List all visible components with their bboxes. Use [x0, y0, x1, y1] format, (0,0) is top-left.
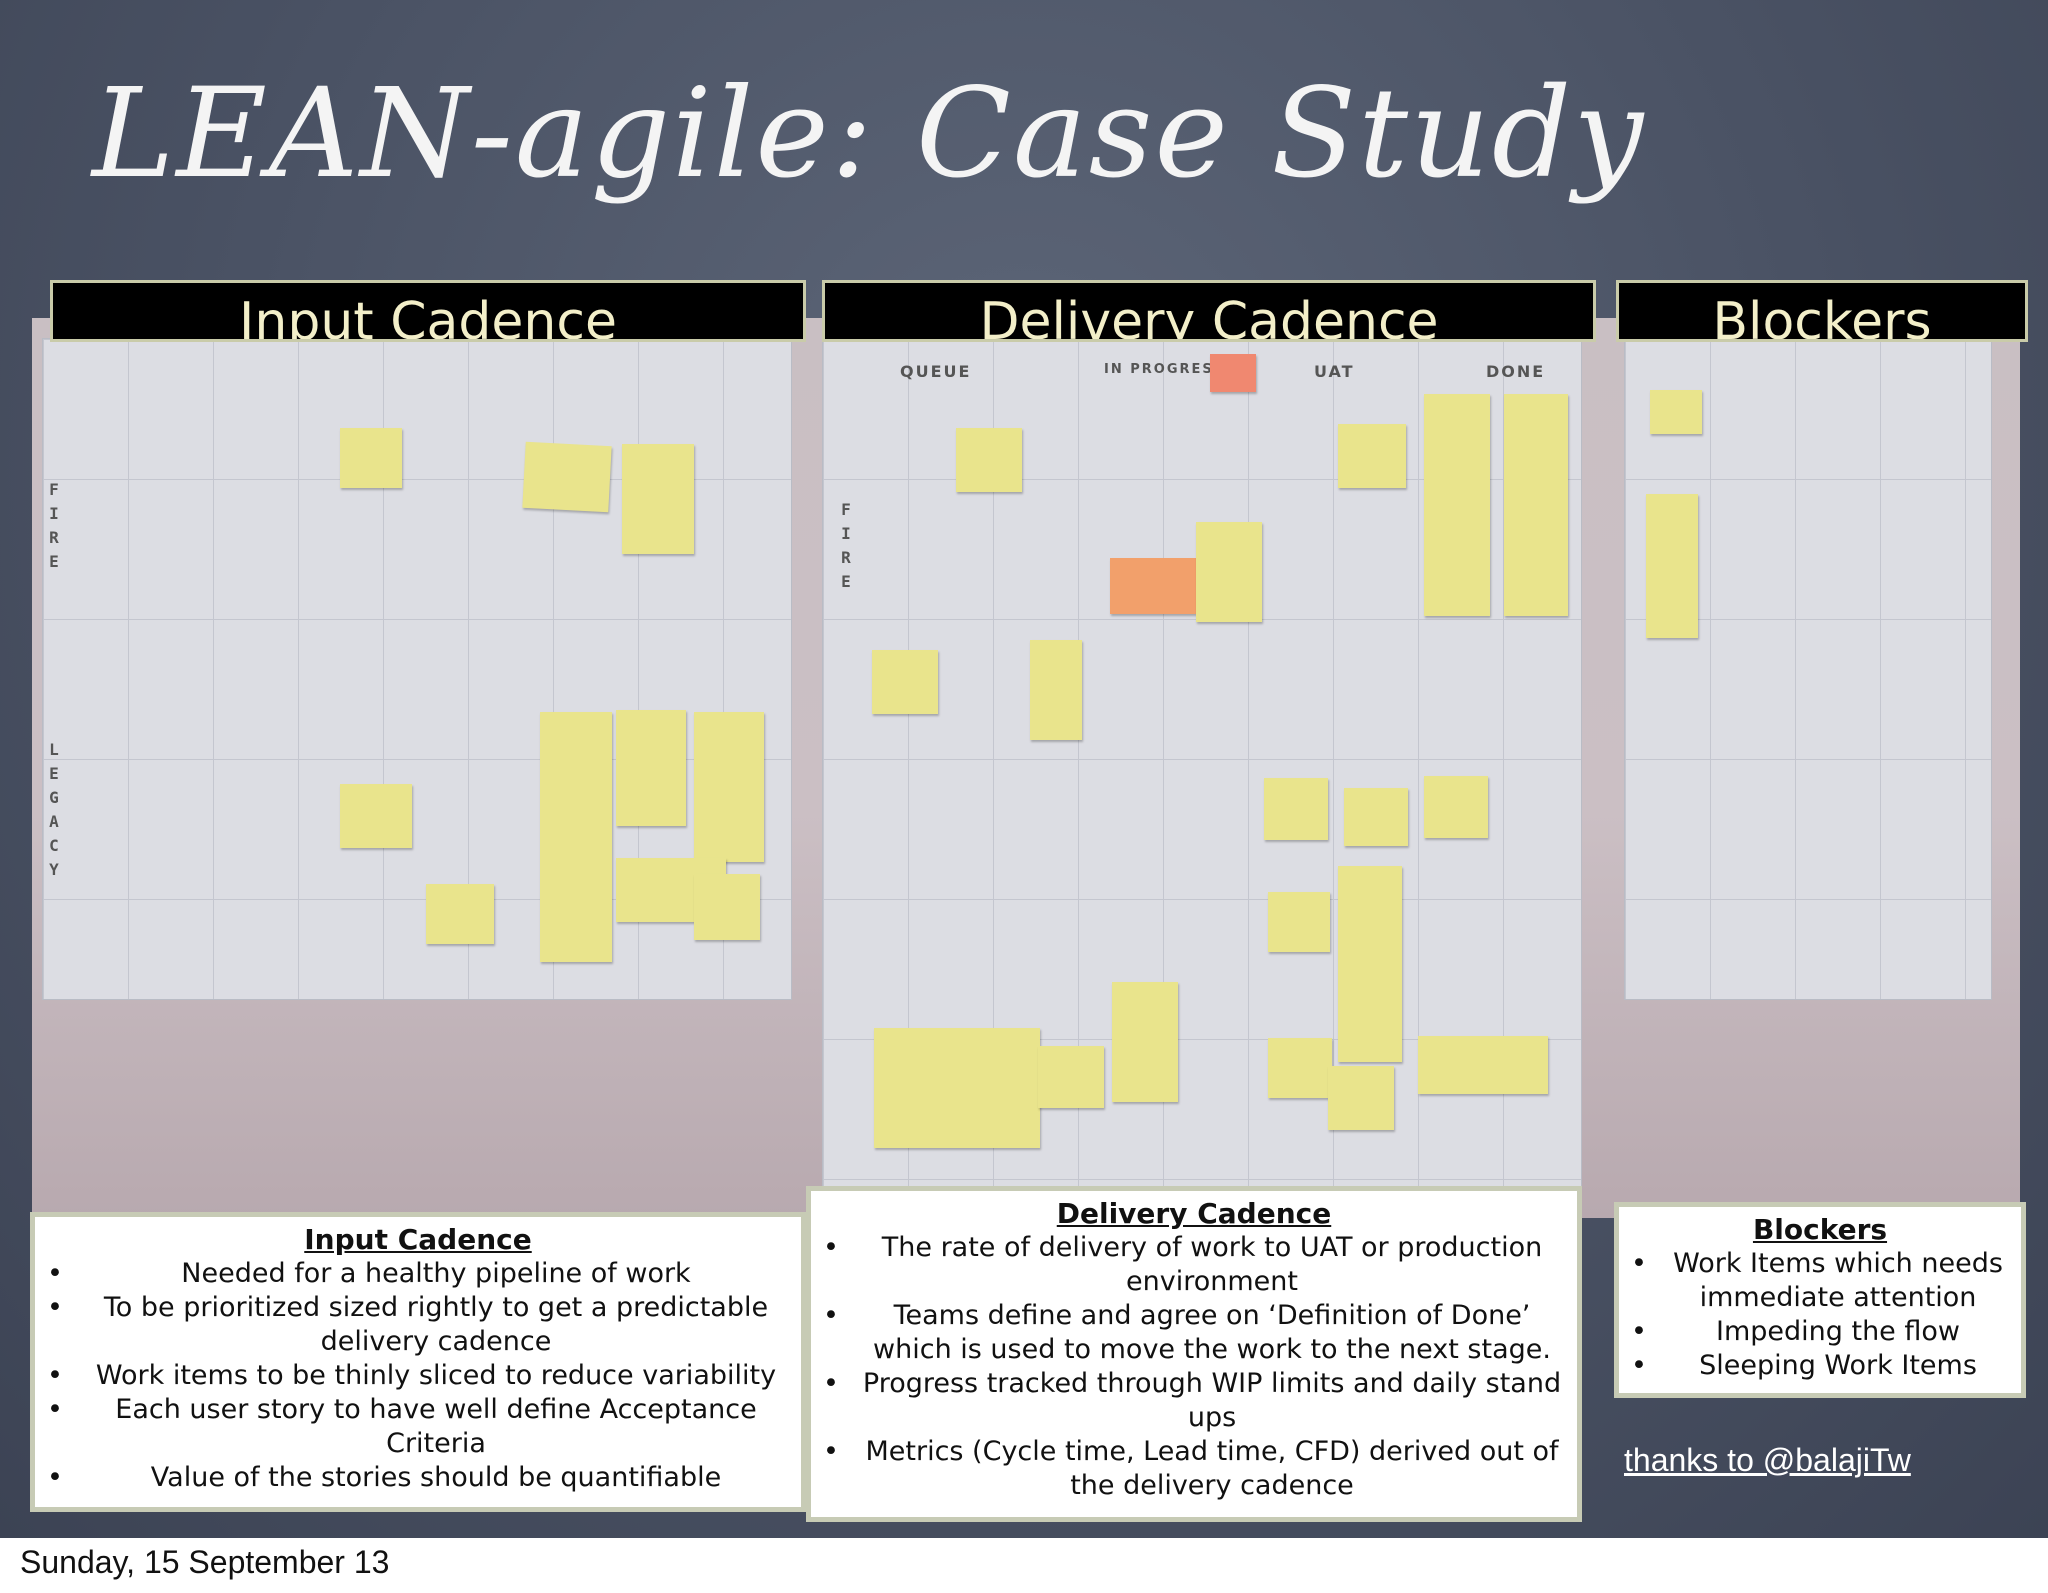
sticky-note — [426, 884, 494, 944]
input-cadence-list: Needed for a healthy pipeline of work To… — [45, 1257, 791, 1495]
sticky-note — [956, 428, 1022, 492]
blockers-heading: Blockers — [1752, 1213, 1888, 1246]
list-item: To be prioritized sized rightly to get a… — [45, 1291, 791, 1359]
col-label-in-progress: IN PROGRESS — [1104, 362, 1225, 377]
sticky-note — [1210, 354, 1256, 392]
delivery-cadence-heading: Delivery Cadence — [1056, 1197, 1332, 1230]
col-label-queue: QUEUE — [900, 362, 972, 381]
col-label-done: DONE — [1486, 362, 1546, 381]
sticky-note — [1424, 776, 1488, 838]
date-footer: Sunday, 15 September 13 — [20, 1544, 390, 1580]
sticky-note — [1328, 1066, 1394, 1130]
sticky-note — [1338, 424, 1406, 488]
input-cadence-panel: Input Cadence Needed for a healthy pipel… — [30, 1212, 806, 1512]
sticky-note — [1038, 1046, 1104, 1108]
blockers-panel: Blockers Work Items which needs immediat… — [1614, 1202, 2026, 1398]
sticky-note — [540, 712, 612, 962]
sticky-note — [340, 784, 412, 848]
sticky-note — [616, 710, 686, 826]
thanks-link[interactable]: thanks to @balajiTw — [1624, 1442, 1911, 1478]
col-label-uat: UAT — [1314, 362, 1355, 381]
sticky-note — [872, 650, 938, 714]
sticky-note — [1196, 522, 1262, 622]
list-item: Teams define and agree on ‘Definition of… — [821, 1299, 1567, 1367]
sticky-note — [1650, 390, 1702, 434]
list-item: The rate of delivery of work to UAT or p… — [821, 1231, 1567, 1299]
sticky-note — [694, 712, 764, 862]
sticky-note — [1268, 1038, 1332, 1098]
sticky-note — [874, 1028, 1040, 1148]
blockers-board — [1624, 338, 1992, 1000]
sticky-note — [694, 874, 760, 940]
list-item: Impeding the flow — [1629, 1315, 2011, 1349]
input-cadence-heading: Input Cadence — [304, 1223, 532, 1256]
sticky-note — [1110, 558, 1196, 614]
sticky-note — [1344, 788, 1408, 846]
sticky-note — [1030, 640, 1082, 740]
list-item: Work Items which needs immediate attenti… — [1629, 1247, 2011, 1315]
sticky-note — [1268, 892, 1330, 952]
delivery-cadence-list: The rate of delivery of work to UAT or p… — [821, 1231, 1567, 1503]
list-item: Progress tracked through WIP limits and … — [821, 1367, 1567, 1435]
blockers-list: Work Items which needs immediate attenti… — [1629, 1247, 2011, 1383]
sticky-note — [340, 428, 402, 488]
sticky-note — [622, 444, 694, 554]
slide-title: LEAN-agile: Case Study — [92, 62, 1646, 206]
sticky-note — [522, 441, 612, 513]
sticky-note — [1338, 866, 1402, 1062]
list-item: Needed for a healthy pipeline of work — [45, 1257, 791, 1291]
list-item: Each user story to have well define Acce… — [45, 1393, 791, 1461]
list-item: Metrics (Cycle time, Lead time, CFD) der… — [821, 1435, 1567, 1503]
header-input-cadence: Input Cadence — [50, 280, 806, 342]
sticky-note — [1112, 982, 1178, 1102]
list-item: Work items to be thinly sliced to reduce… — [45, 1359, 791, 1393]
sticky-note — [1264, 778, 1328, 840]
sticky-note — [1418, 1036, 1548, 1094]
sticky-note — [1504, 394, 1568, 616]
delivery-cadence-panel: Delivery Cadence The rate of delivery of… — [806, 1186, 1582, 1522]
sticky-note — [1646, 494, 1698, 638]
header-blockers: Blockers — [1616, 280, 2028, 342]
list-item: Value of the stories should be quantifia… — [45, 1461, 791, 1495]
sticky-note — [1424, 394, 1490, 616]
list-item: Sleeping Work Items — [1629, 1349, 2011, 1383]
header-delivery-cadence: Delivery Cadence — [822, 280, 1596, 342]
